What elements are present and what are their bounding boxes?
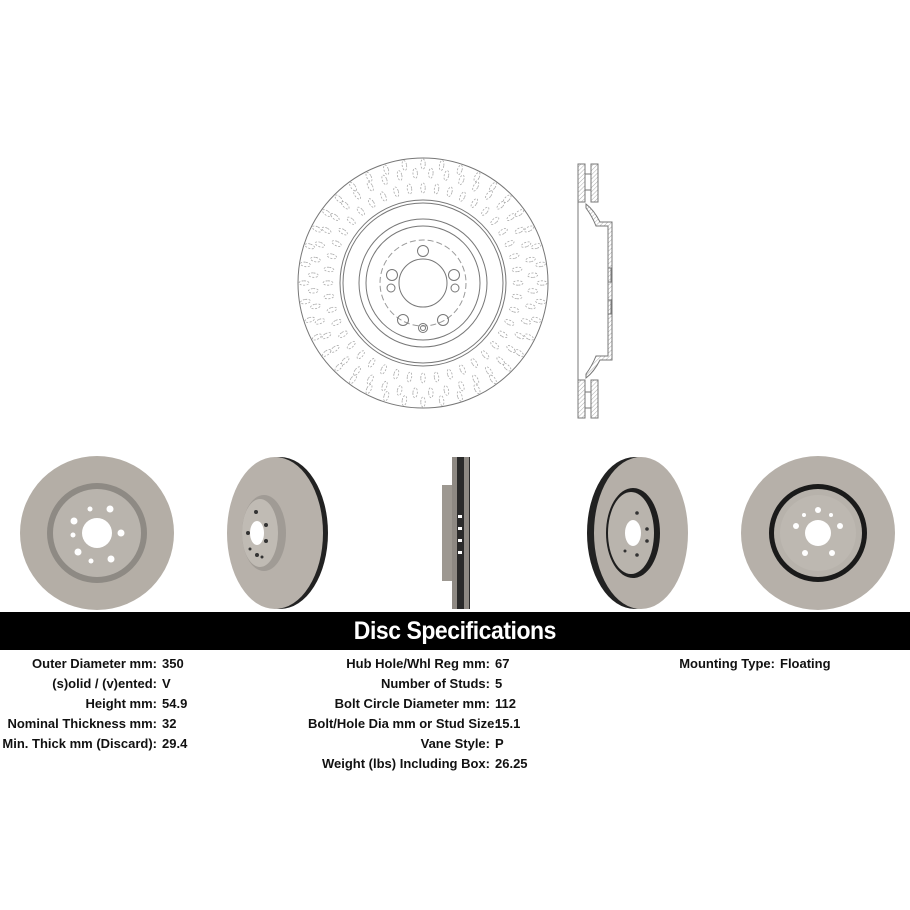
spec-value: 5 bbox=[495, 676, 503, 691]
spec-value: 54.9 bbox=[162, 696, 188, 711]
spec-label: (s)olid / (v)ented: bbox=[52, 676, 157, 691]
spec-value: 32 bbox=[162, 716, 177, 731]
spec-solid-vented: (s)olid / (v)ented: V bbox=[0, 674, 187, 694]
spec-value: 67 bbox=[495, 656, 510, 671]
spec-outer-diameter: Outer Diameter mm: 350 bbox=[0, 654, 187, 674]
front-technical-drawing bbox=[297, 157, 549, 409]
spec-label: Bolt/Hole Dia mm or Stud Size: bbox=[308, 716, 499, 731]
spec-label: Mounting Type: bbox=[679, 656, 775, 671]
spec-value: V bbox=[162, 676, 171, 691]
spec-label: Height mm: bbox=[85, 696, 158, 711]
spec-label: Nominal Thickness mm: bbox=[7, 716, 157, 731]
spec-vane-style: Vane Style: P bbox=[308, 734, 528, 754]
spec-label: Weight (lbs) Including Box: bbox=[321, 756, 490, 771]
photo-side-profile bbox=[442, 457, 470, 609]
spec-hub-hole: Hub Hole/Whl Reg mm: 67 bbox=[308, 654, 528, 674]
spec-value: 350 bbox=[162, 656, 184, 671]
photo-angled-right bbox=[587, 457, 688, 609]
spec-value: Floating bbox=[780, 656, 831, 671]
spec-column-3: Mounting Type: Floating bbox=[644, 654, 831, 674]
spec-value: 112 bbox=[495, 696, 516, 711]
spec-value: P bbox=[495, 736, 504, 751]
spec-value: 29.4 bbox=[162, 736, 188, 751]
spec-column-1: Outer Diameter mm: 350 (s)olid / (v)ented… bbox=[0, 654, 187, 754]
spec-bolt-hole-dia: Bolt/Hole Dia mm or Stud Size:15.1 bbox=[308, 714, 528, 734]
spec-min-thickness: Min. Thick mm (Discard): 29.4 bbox=[0, 734, 187, 754]
banner-title: Disc Specifications bbox=[353, 616, 557, 645]
spec-nominal-thickness: Nominal Thickness mm: 32 bbox=[0, 714, 187, 734]
spec-label: Number of Studs: bbox=[380, 676, 490, 691]
photo-front-face bbox=[20, 456, 174, 610]
spec-label: Outer Diameter mm: bbox=[32, 656, 157, 671]
spec-height: Height mm: 54.9 bbox=[0, 694, 188, 714]
spec-number-of-studs: Number of Studs: 5 bbox=[308, 674, 528, 694]
spec-value: 15.1 bbox=[495, 716, 521, 731]
spec-column-2: Hub Hole/Whl Reg mm: 67 Number of Studs: 5… bbox=[308, 654, 528, 774]
spec-bolt-circle: Bolt Circle Diameter mm: 112 bbox=[308, 694, 528, 714]
photo-angled-left bbox=[227, 457, 328, 609]
spec-label: Hub Hole/Whl Reg mm: bbox=[346, 656, 490, 671]
spec-label: Min. Thick mm (Discard): bbox=[2, 736, 157, 751]
spec-weight: Weight (lbs) Including Box: 26.25 bbox=[308, 754, 528, 774]
hub-hole bbox=[398, 258, 448, 308]
spec-label: Bolt Circle Diameter mm: bbox=[334, 696, 490, 711]
specifications-banner: Disc Specifications bbox=[0, 612, 910, 650]
rotor-outer-edge bbox=[297, 157, 549, 409]
photo-back-face bbox=[741, 456, 895, 610]
cross-section-drawing bbox=[577, 163, 613, 419]
spec-label: Vane Style: bbox=[420, 736, 490, 751]
spec-value: 26.25 bbox=[495, 756, 528, 771]
spec-mounting-type: Mounting Type: Floating bbox=[644, 654, 831, 674]
